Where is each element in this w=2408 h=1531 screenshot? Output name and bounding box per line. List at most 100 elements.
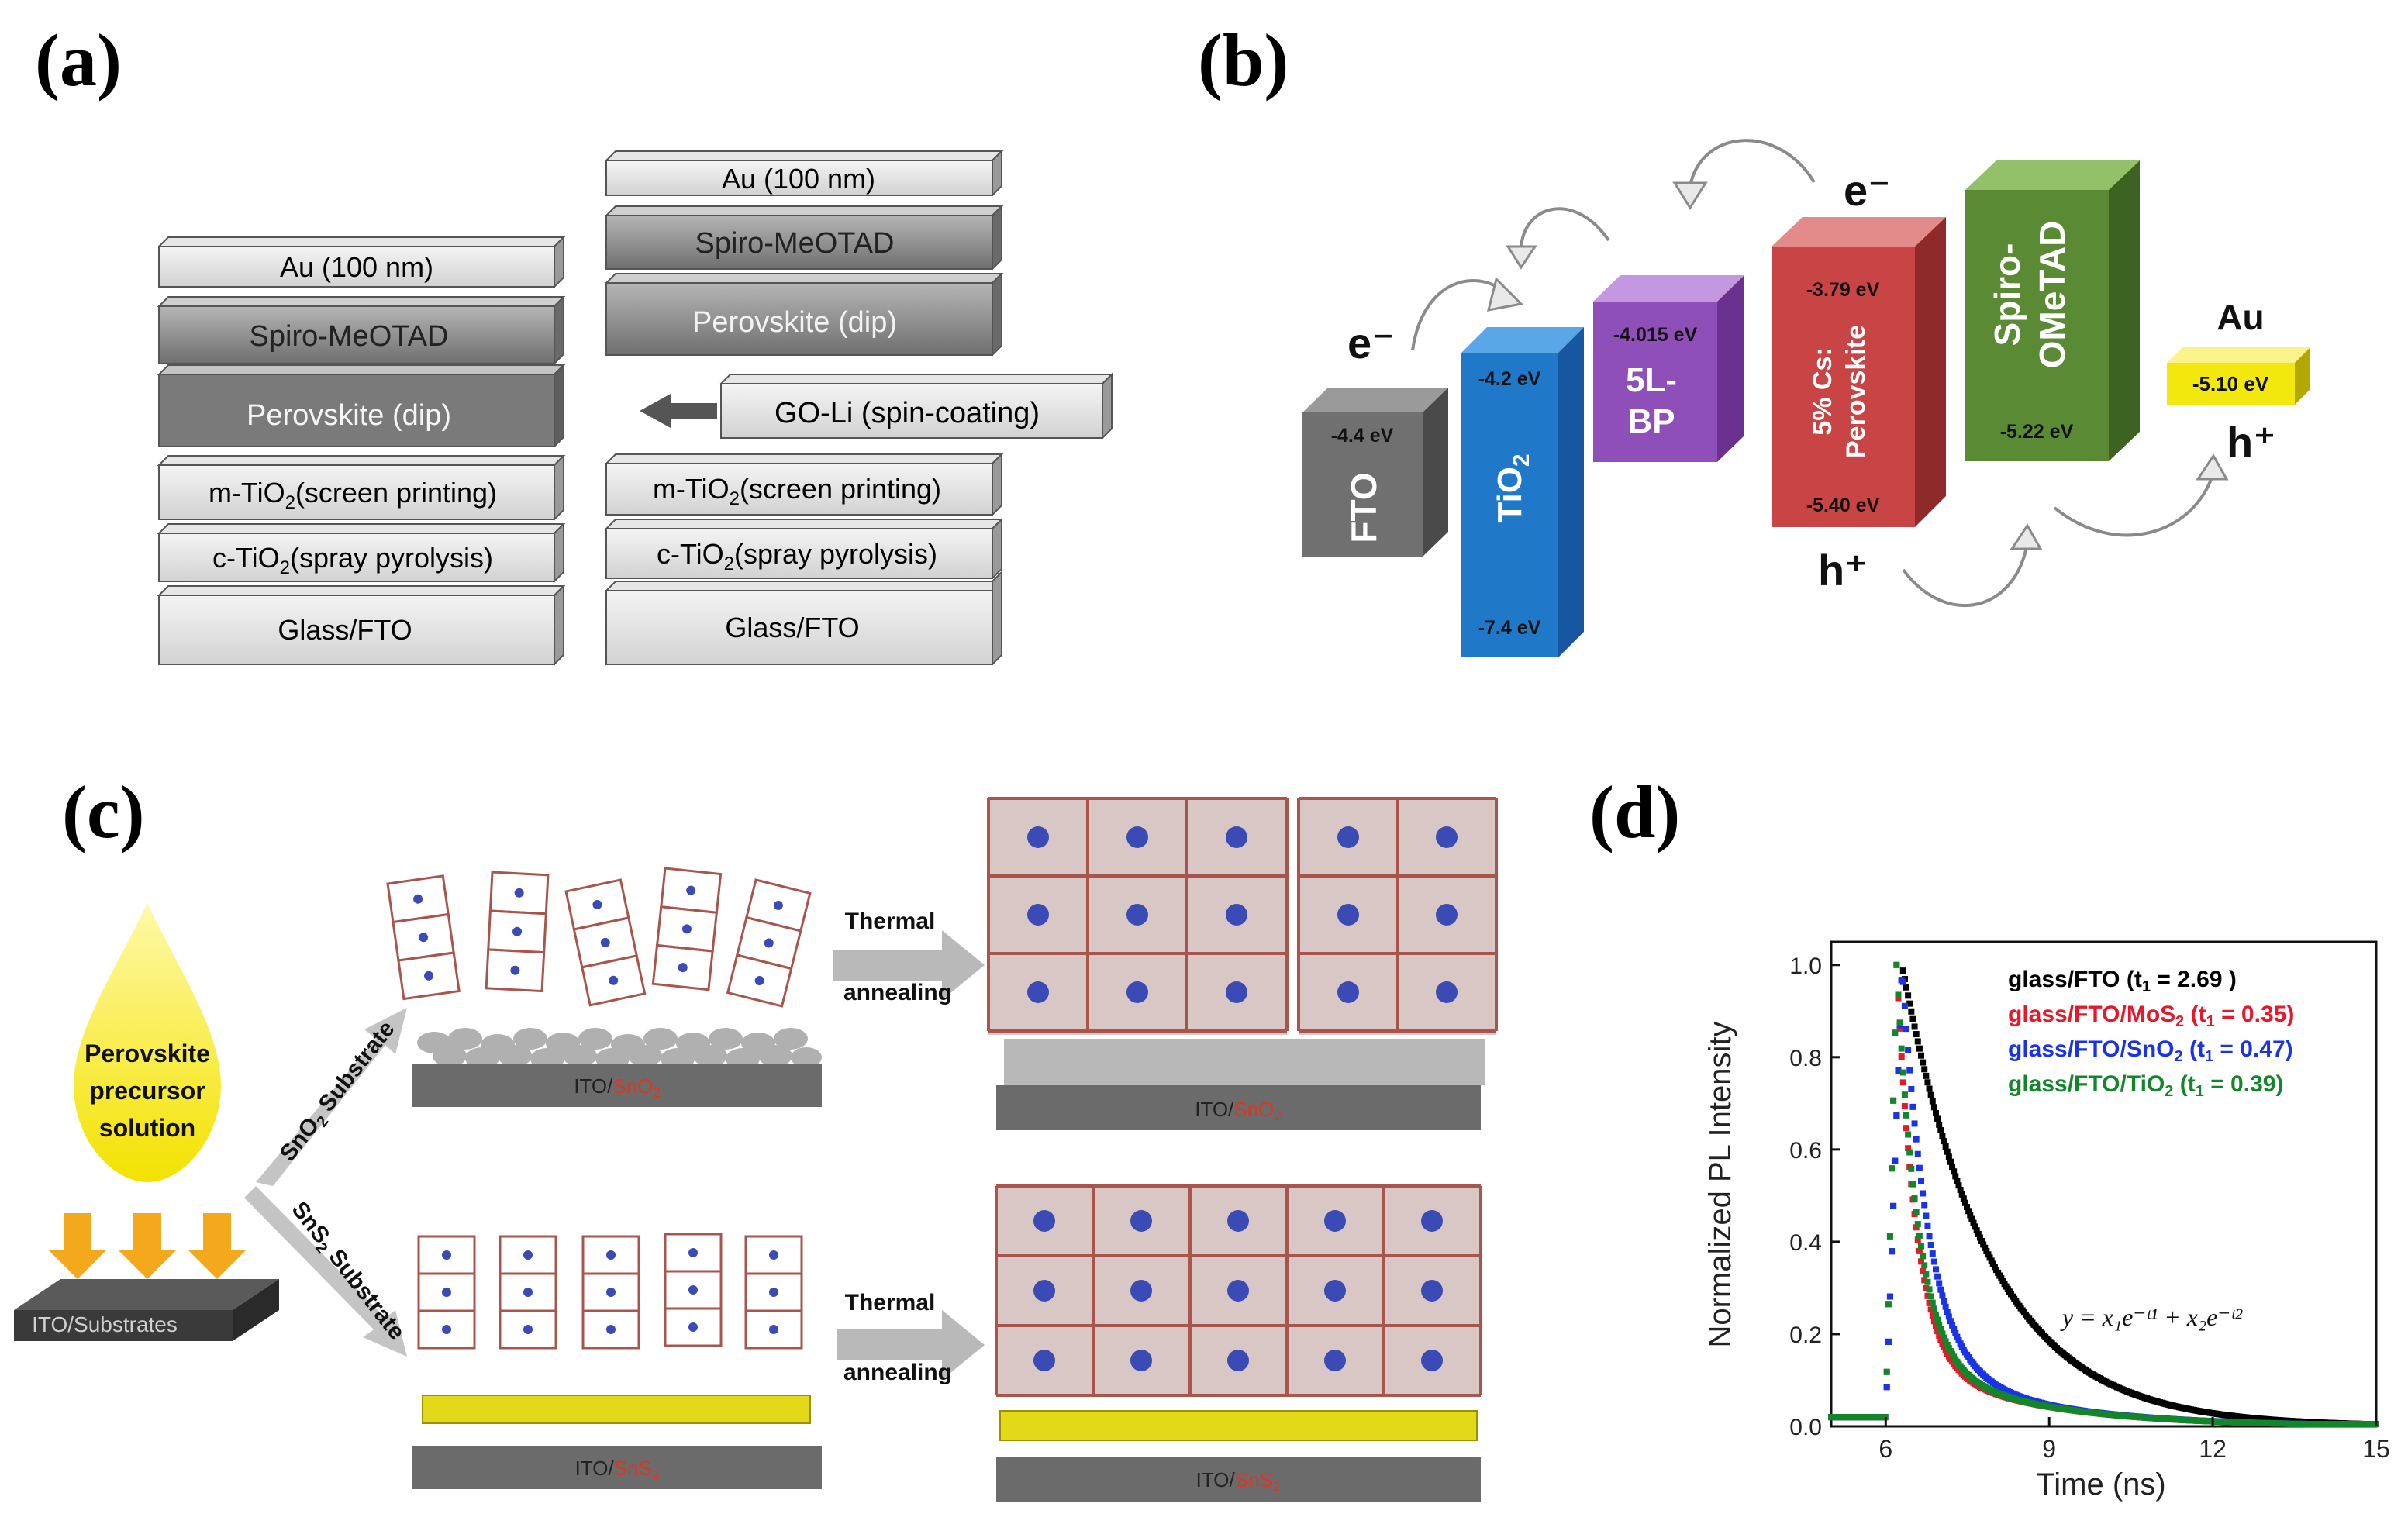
substrate-text: ITO/Substrates — [32, 1312, 178, 1336]
data-point — [1913, 1224, 1920, 1231]
x-tick-label: 9 — [2042, 1435, 2056, 1463]
branch-arrow-bottom-icon — [244, 1186, 407, 1357]
data-point — [1934, 1328, 1941, 1335]
layer-glass-right: Glass/FTO — [604, 570, 1004, 667]
right-au-text: Au (100 nm) — [722, 163, 875, 195]
data-point — [1932, 1266, 1939, 1273]
data-point — [1978, 1238, 1985, 1245]
data-point — [1965, 1208, 1972, 1215]
data-point — [1914, 1236, 1921, 1243]
data-point — [1964, 1204, 1971, 1211]
y-tick-label: 0.6 — [1789, 1138, 1822, 1164]
layer-ctio2-right: c-TiO2(spray pyrolysis) — [604, 517, 1004, 581]
legend: glass/FTO (t1 = 2.69 ) glass/FTO/MoS2 (t… — [2008, 967, 2294, 1100]
panel-c: (c) Perovskite precursor solution ITO/Su… — [14, 771, 1498, 1502]
data-point — [1921, 1202, 1928, 1209]
data-point — [1895, 995, 1902, 1002]
data-point — [1920, 1253, 1927, 1260]
block-spiro: Spiro- OMeTAD -5.22 eV — [1965, 160, 2140, 461]
curve-arrow-2-icon — [1520, 207, 1610, 249]
data-point — [1895, 991, 1902, 998]
data-point — [1909, 1181, 1916, 1188]
data-point — [1932, 1322, 1939, 1329]
layer-au-left: Au (100 nm) — [157, 235, 566, 289]
data-point — [1926, 1233, 1933, 1240]
anneal-top-1: Thermal — [845, 909, 936, 934]
data-point — [1921, 1277, 1928, 1284]
arrowhead-5-icon — [2196, 453, 2229, 481]
series-layer — [1828, 961, 2379, 1428]
right-ctio2-text: c-TiO2(spray pyrolysis) — [657, 538, 937, 574]
curve-arrow-4-icon — [1902, 542, 2029, 608]
x-tick-label: 12 — [2199, 1435, 2227, 1463]
data-point — [1939, 1133, 1946, 1140]
data-point — [1889, 1248, 1896, 1255]
panel-b-label: (b) — [1198, 19, 1289, 102]
data-point — [1975, 1230, 1982, 1237]
hole-label-left: h⁺ — [1818, 546, 1868, 595]
sns2-initial: ITO/SnS2 — [412, 1233, 822, 1489]
data-point — [1908, 1085, 1915, 1092]
data-point — [1949, 1164, 1956, 1171]
data-point — [1942, 1338, 1949, 1345]
panel-d-label: (d) — [1589, 771, 1680, 853]
perov-label-2: Perovskite — [1841, 325, 1871, 458]
drop-text-2: precursor — [89, 1077, 205, 1105]
data-point — [1954, 1178, 1961, 1184]
data-point — [1929, 1299, 1936, 1306]
fto-label: FTO — [1344, 472, 1384, 543]
data-point — [1927, 1242, 1934, 1249]
branch-arrow-top-icon — [256, 1008, 407, 1186]
data-point — [1901, 1091, 1908, 1098]
data-point — [1914, 1221, 1921, 1228]
data-point — [1923, 1072, 1930, 1079]
data-point — [1901, 1103, 1908, 1110]
bp-label-1: 5L- — [1626, 361, 1677, 399]
panel-a: (a) Au (100 nm) Spiro-MeOTAD Perovskite … — [35, 19, 1114, 667]
sns2-annealed: ITO/SnS2 — [995, 1184, 1482, 1502]
data-point — [1889, 1165, 1896, 1172]
legend-item-fto: glass/FTO (t1 = 2.69 ) — [2008, 967, 2237, 995]
plot-frame — [1830, 940, 2378, 1428]
data-point — [1934, 1316, 1941, 1323]
data-point — [1947, 1318, 1954, 1325]
tio2-top-value: -4.2 eV — [1478, 368, 1541, 390]
precursor-drop-icon — [74, 903, 221, 1182]
left-glass-text: Glass/FTO — [278, 614, 412, 646]
data-point — [1937, 1336, 1944, 1343]
drip-arrows-icon — [48, 1213, 247, 1279]
curve-arrow-3-icon — [1689, 139, 1816, 187]
data-point — [1903, 1125, 1910, 1132]
block-tio2: -4.2 eV TiO2 -7.4 eV — [1461, 327, 1584, 657]
series-1 — [1828, 961, 2379, 1428]
ito-sns2-label-2: ITO/SnS2 — [1196, 1468, 1281, 1494]
data-point — [1934, 1273, 1941, 1280]
data-point — [1883, 1384, 1890, 1391]
data-point — [1951, 1168, 1958, 1175]
drop-text-1: Perovskite — [85, 1040, 210, 1067]
data-point — [1905, 1047, 1912, 1053]
data-point — [1923, 1284, 1930, 1291]
data-point — [1937, 1127, 1944, 1134]
data-point — [1886, 1233, 1893, 1240]
data-point — [1923, 1271, 1930, 1278]
data-point — [1917, 1052, 1924, 1059]
data-point — [1916, 1247, 1923, 1254]
data-point — [1926, 1299, 1933, 1306]
data-point — [1913, 1031, 1920, 1038]
layer-mtio2-right: m-TiO2(screen printing) — [604, 452, 1004, 517]
left-spiro-text: Spiro-MeOTAD — [250, 320, 449, 353]
data-point — [1949, 1322, 1956, 1329]
data-point — [1936, 1280, 1943, 1287]
crystals-top-initial — [386, 867, 812, 1008]
data-point — [1905, 1131, 1912, 1138]
arrowhead-2-icon — [1506, 245, 1537, 270]
block-5lbp: -4.015 eV 5L- BP — [1593, 275, 1744, 462]
data-point — [1941, 1298, 1947, 1305]
data-point — [1952, 1173, 1959, 1180]
arrowhead-3-icon — [1672, 181, 1708, 210]
arrowhead-1-icon — [1486, 277, 1524, 312]
